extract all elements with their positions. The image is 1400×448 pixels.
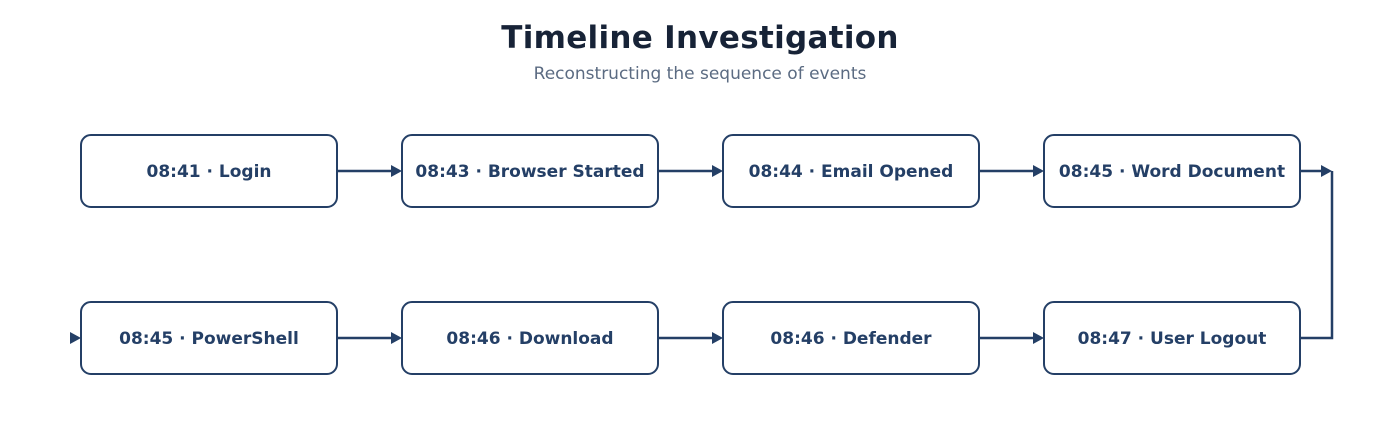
entry-arrow-head — [70, 332, 81, 344]
event-label: 08:45 · PowerShell — [119, 329, 299, 349]
event-label: 08:45 · Word Document — [1059, 162, 1285, 182]
event-node: 08:43 · Browser Started — [401, 134, 659, 208]
arrow-head-2 — [1033, 165, 1044, 177]
event-node: 08:45 · PowerShell — [80, 301, 338, 375]
event-box — [80, 301, 338, 375]
event-box — [80, 134, 338, 208]
event-box — [1043, 134, 1301, 208]
event-box — [722, 301, 980, 375]
event-label: 08:43 · Browser Started — [415, 162, 644, 182]
arrow-head-4 — [391, 332, 402, 344]
arrow-head-6 — [1033, 332, 1044, 344]
event-node: 08:47 · User Logout — [1043, 301, 1301, 375]
event-label: 08:46 · Defender — [770, 329, 932, 349]
event-label: 08:46 · Download — [446, 329, 613, 349]
event-box — [1043, 301, 1301, 375]
event-box — [401, 301, 659, 375]
event-node: 08:44 · Email Opened — [722, 134, 980, 208]
event-node: 08:46 · Download — [401, 301, 659, 375]
arrow-head-5 — [712, 332, 723, 344]
arrow-head-3 — [1321, 165, 1332, 177]
connector-return-3 — [1300, 171, 1334, 340]
edges-layer — [70, 165, 1334, 344]
arrow-head-0 — [391, 165, 402, 177]
event-label: 08:44 · Email Opened — [749, 162, 954, 182]
arrow-head-1 — [712, 165, 723, 177]
page-subtitle: Reconstructing the sequence of events — [533, 64, 867, 84]
event-box — [401, 134, 659, 208]
event-label: 08:47 · User Logout — [1078, 329, 1267, 349]
page-title: Timeline Investigation — [501, 20, 899, 56]
nodes-layer: 08:41 · Login 08:43 · Browser Started 08:4… — [80, 134, 1301, 375]
event-node: 08:41 · Login — [80, 134, 338, 208]
event-node: 08:46 · Defender — [722, 301, 980, 375]
event-box — [722, 134, 980, 208]
event-label: 08:41 · Login — [146, 162, 271, 182]
event-node: 08:45 · Word Document — [1043, 134, 1301, 208]
